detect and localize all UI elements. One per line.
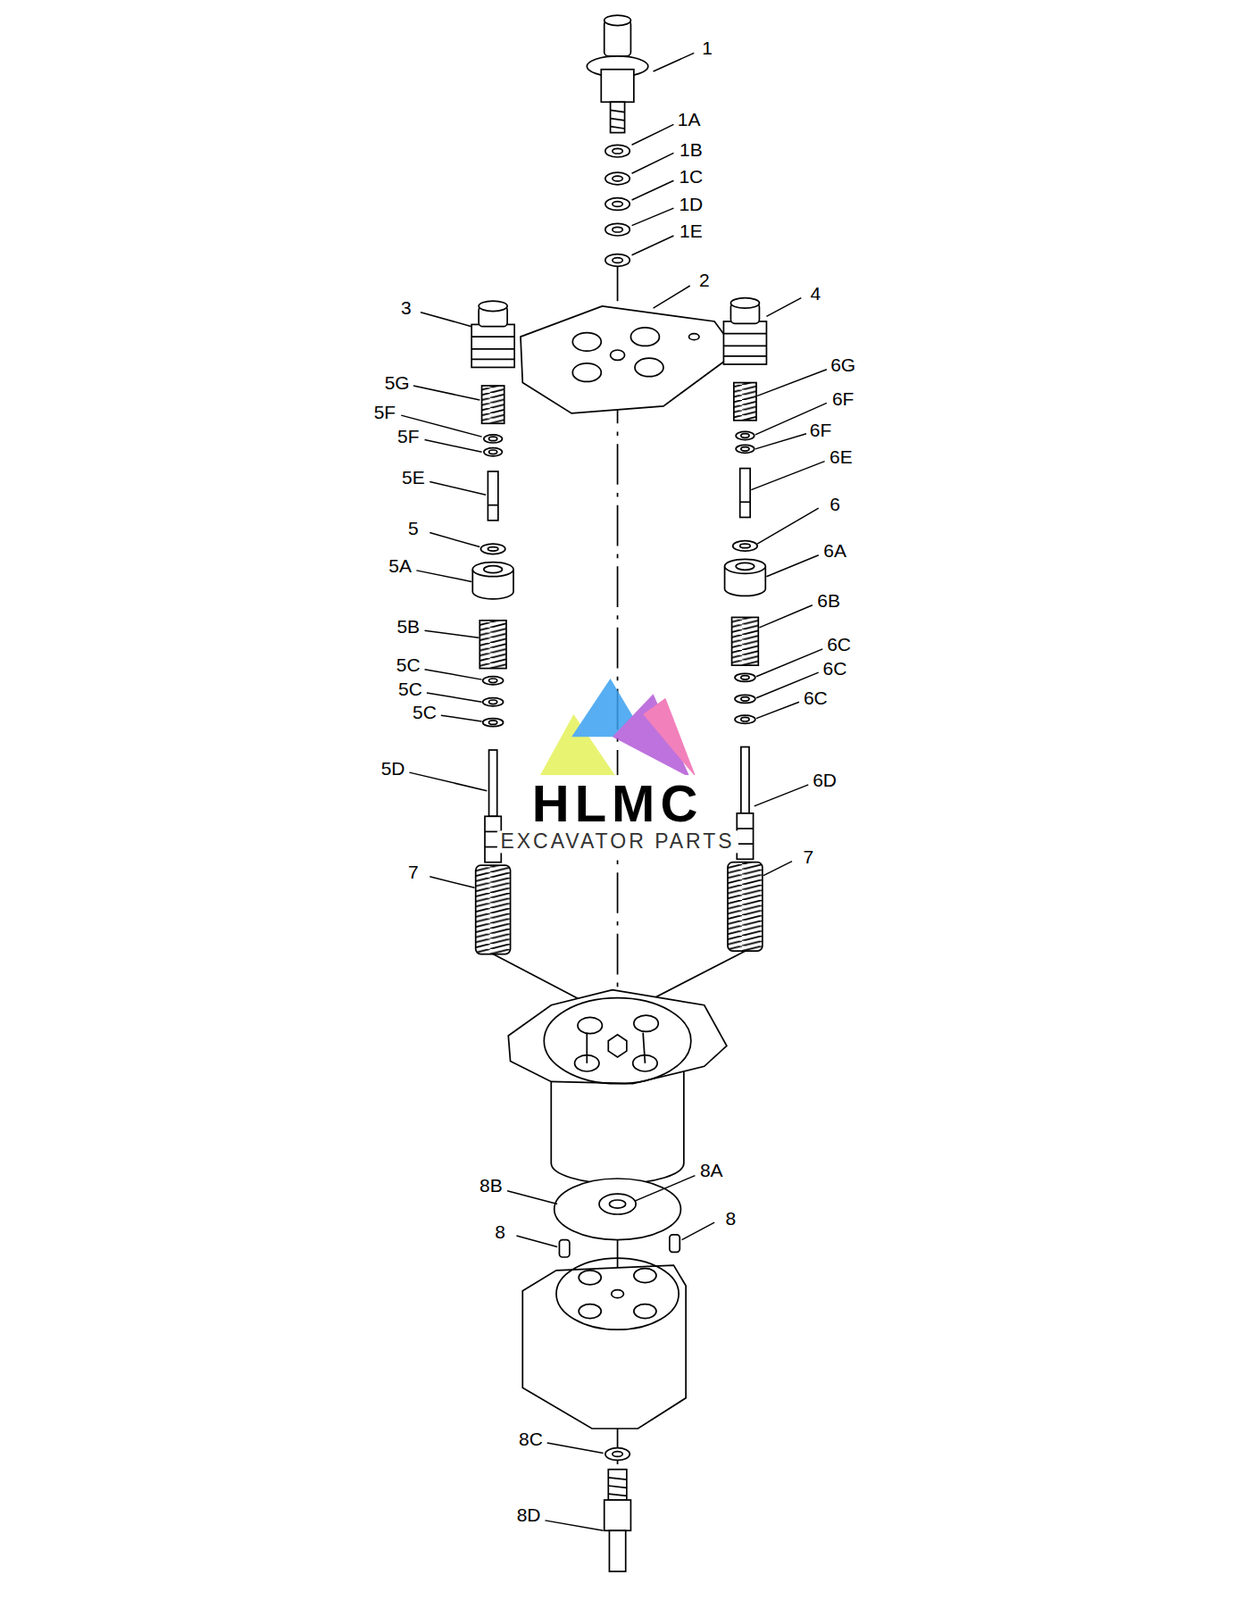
callout-number: 5D [380,758,407,779]
watermark-text: EXCAVATOR PARTS [496,830,738,853]
callout-number: 5E [400,466,426,488]
callout-number: 1C [677,166,704,187]
callout-number: 5C [411,701,438,723]
callout-number: 6G [829,355,857,376]
callout-number: 4 [808,283,822,305]
callout-number: 5C [397,678,424,700]
callout-number: 5F [396,426,421,448]
callout-number: 6F [831,388,856,409]
callout-number: 2 [698,270,711,292]
callout-number: 5C [395,655,422,676]
callout-number: 5F [373,401,398,423]
callout-number: 6B [816,591,842,612]
callout-number: 8 [493,1221,507,1243]
callout-number: 6C [825,634,852,656]
callout-number: 6D [811,770,838,792]
callout-number: 8B [478,1175,504,1197]
callout-number: 1E [678,221,704,242]
callout-number: 5G [383,372,411,393]
callout-number: 6F [808,420,834,442]
callout-number: 6C [822,658,849,679]
watermark-text: HLMC [528,775,708,833]
callout-number: 6E [828,447,854,468]
callout-number: 8D [516,1505,542,1526]
callout-number: 1A [676,108,702,130]
callout-number: 5A [387,556,413,577]
callout-number: 5 [407,518,420,540]
callout-number: 1D [677,193,704,215]
callout-number: 6C [802,687,829,709]
callout-number: 8A [699,1160,725,1182]
callout-number: 8C [517,1428,544,1450]
callout-number: 5B [395,616,421,637]
callout-number: 7 [801,847,815,868]
callout-number: 6A [822,541,848,562]
callout-number: 1B [678,139,704,160]
callout-number: 6 [828,493,842,515]
callout-number: 7 [407,862,420,884]
callout-number: 1 [700,37,714,59]
callout-number: 8 [725,1208,738,1229]
callout-number: 3 [400,298,413,319]
